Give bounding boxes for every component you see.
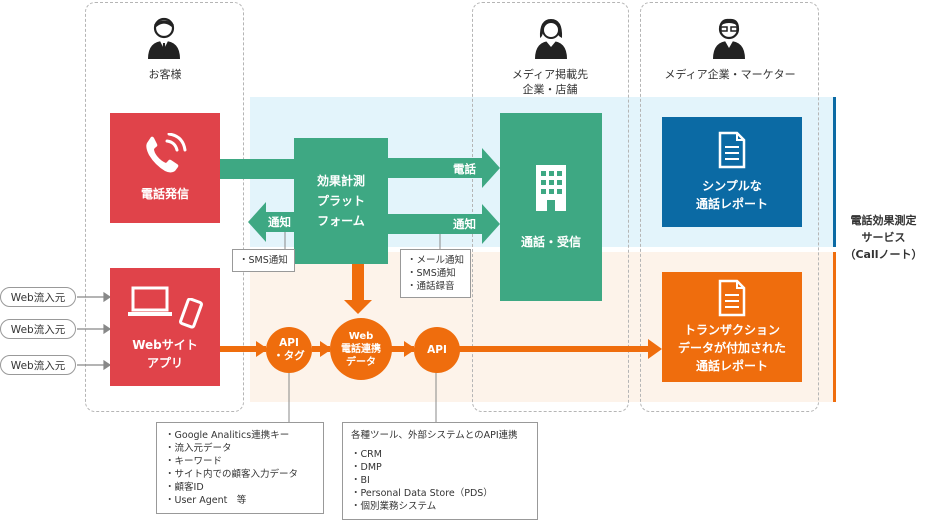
phone-call-box: 電話発信	[110, 113, 220, 223]
inflow-head-1	[103, 291, 112, 303]
arrow-call-label: 電話	[453, 162, 476, 176]
arrow-notify-left	[248, 202, 295, 242]
sms-notice-note: ・SMS通知	[232, 249, 295, 272]
api-label: API	[427, 344, 447, 356]
media-notice-note: メール通知 SMS通知 通話録音	[400, 249, 472, 298]
web-call-circle: Web 電話連携 データ	[330, 318, 392, 380]
web-inflow-2: Web流入元	[0, 319, 76, 339]
flow-api-to-report	[458, 346, 650, 352]
laptop-icon	[128, 286, 172, 316]
lane-marketer	[640, 2, 819, 412]
woman-icon	[535, 19, 567, 59]
phone-ringing-icon	[146, 133, 187, 173]
transaction-report-box: トランザクション データが付加された 通話レポート	[662, 272, 802, 382]
web-inflow-3: Web流入元	[0, 355, 76, 375]
person-icon	[148, 17, 180, 59]
api-tag-circle: API ・タグ	[266, 327, 312, 373]
transaction-report-label: トランザクション データが付加された 通話レポート	[677, 323, 786, 373]
flow-arrowhead-4	[648, 339, 662, 359]
building-icon	[536, 165, 566, 211]
api-integration-note: 各種ツール、外部システムとのAPI連携 CRM DMP BI Personal …	[342, 422, 538, 520]
note-item: 個別業務システム	[351, 500, 529, 513]
web-app-label: Webサイト アプリ	[132, 338, 198, 370]
phone-call-label: 電話発信	[140, 187, 189, 201]
service-bar-blue	[833, 97, 836, 247]
inflow-head-2	[103, 323, 112, 335]
platform-box: 効果計測 プラット フォーム	[294, 138, 388, 264]
simple-report-label: シンプルな 通話レポート	[695, 179, 768, 211]
simple-report-box: シンプルな 通話レポート	[662, 117, 802, 227]
receive-box: 通話・受信	[500, 113, 602, 301]
receive-label: 通話・受信	[520, 235, 581, 249]
arrow-notify-right-label: 通知	[453, 217, 476, 231]
api-note-title: 各種ツール、外部システムとのAPI連携	[351, 430, 518, 441]
service-name: 電話効果測定 サービス （Callノート）	[844, 214, 923, 261]
platform-label: 効果計測 プラット フォーム	[316, 174, 365, 228]
tag-data-note: Google Analitics連携キー 流入元データ キーワード サイト内での…	[156, 422, 324, 514]
note-item: Personal Data Store（PDS）	[351, 487, 529, 500]
web-app-box: Webサイト アプリ	[110, 268, 220, 386]
note-item: 顧客ID	[165, 481, 315, 494]
flow-arrowhead-1	[256, 341, 268, 357]
note-item: サイト内での顧客入力データ	[165, 468, 315, 481]
api-circle: API	[414, 327, 460, 373]
arrow-call	[388, 148, 500, 188]
web-call-label: Web 電話連携 データ	[341, 330, 381, 368]
note-item: 通話録音	[407, 280, 464, 293]
man-glasses-icon	[713, 18, 745, 59]
arrow-call-to-platform	[220, 159, 295, 179]
arrow-notify-left-label: 通知	[268, 215, 291, 229]
note-item: Google Analitics連携キー	[165, 429, 315, 442]
lane-marketer-title: メディア企業・マーケター	[664, 68, 796, 81]
arrow-platform-down	[344, 264, 372, 314]
inflow-head-3	[103, 359, 112, 371]
service-bar-orange	[833, 252, 836, 402]
web-inflow-1: Web流入元	[0, 287, 76, 307]
api-tag-label: API ・タグ	[273, 337, 305, 362]
flow-arrowhead-2	[320, 341, 332, 357]
note-item: メール通知	[407, 254, 465, 267]
flow-web-to-api-tag	[220, 346, 266, 352]
lane-media-site-title: メディア掲載先 企業・店舗	[511, 68, 589, 96]
note-item: キーワード	[165, 455, 315, 468]
smartphone-icon	[179, 298, 203, 329]
document-icon	[718, 131, 746, 169]
note-item: CRM	[351, 448, 529, 461]
note-item: User Agent 等	[165, 494, 315, 507]
note-item: SMS通知	[407, 267, 464, 280]
note-item: 流入元データ	[165, 442, 315, 455]
note-item: BI	[351, 474, 529, 487]
note-item: DMP	[351, 461, 529, 474]
lane-customer	[85, 2, 244, 412]
flow-arrowhead-3	[404, 341, 416, 357]
lane-media-site	[472, 2, 629, 412]
arrow-notify-right	[388, 204, 500, 244]
document-icon	[718, 279, 746, 317]
flow-webcall-to-api	[390, 346, 414, 352]
lane-customer-title: お客様	[148, 68, 182, 81]
